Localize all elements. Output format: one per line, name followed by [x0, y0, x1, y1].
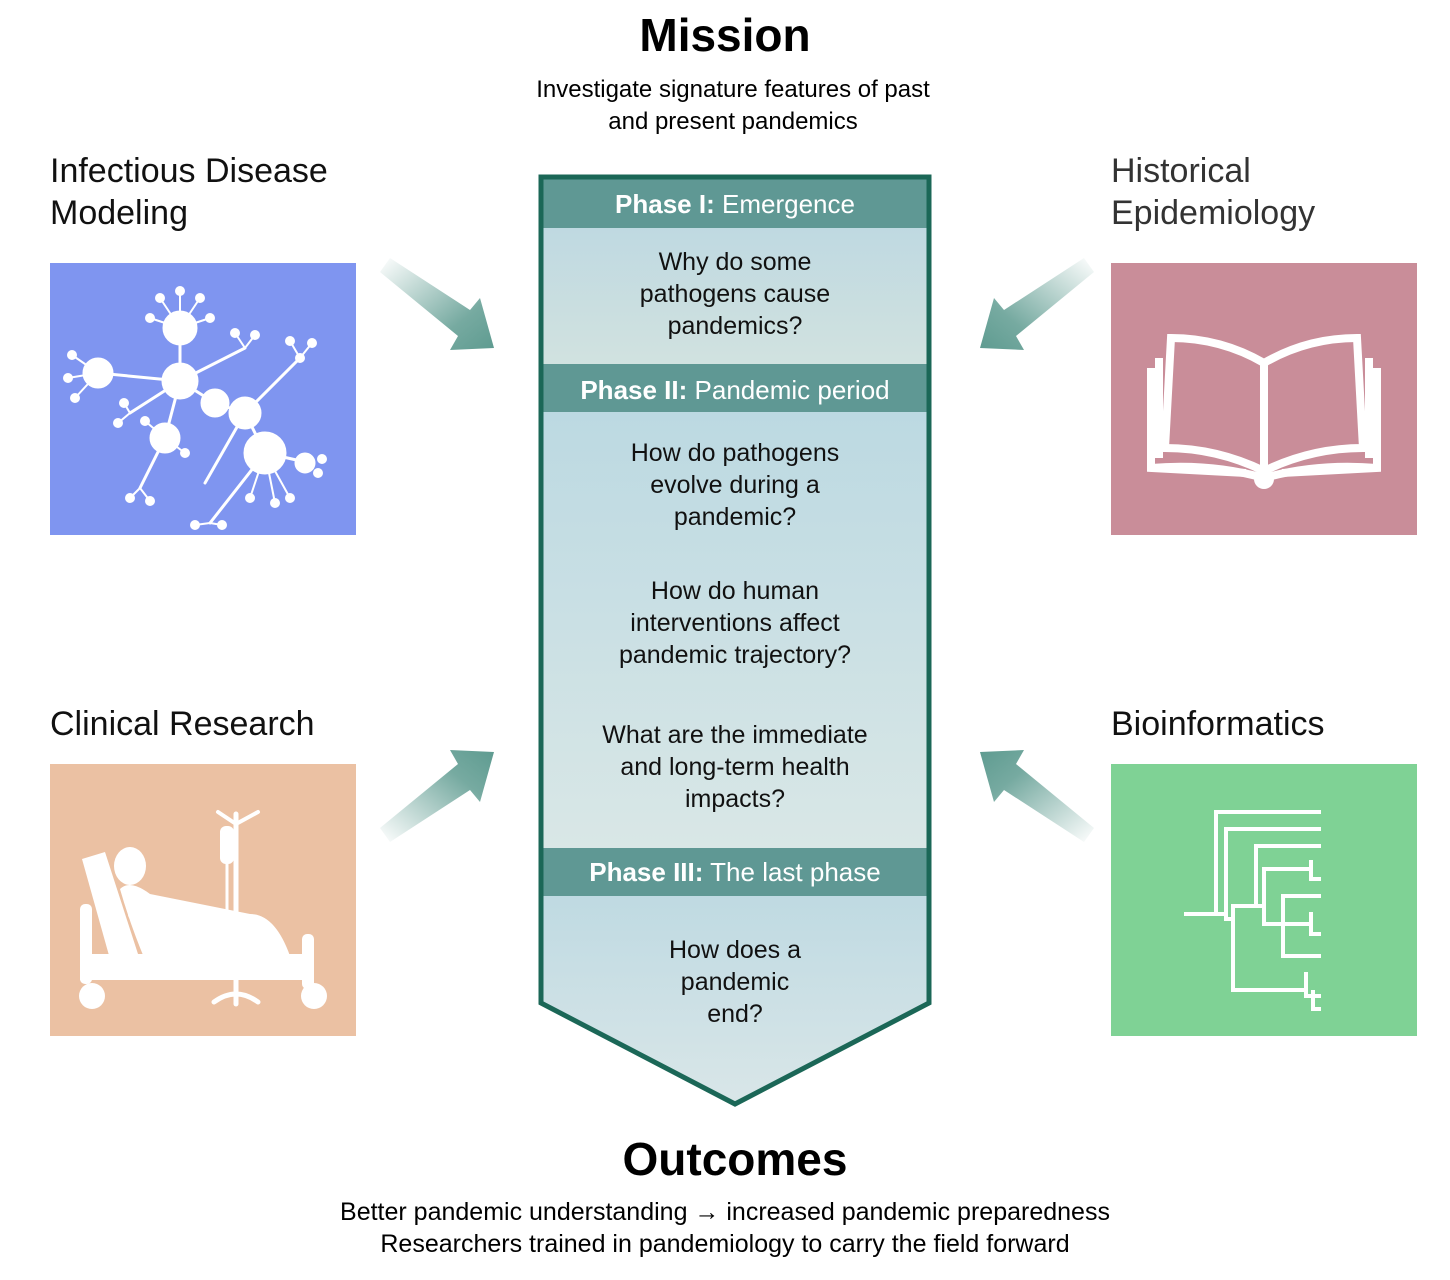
outcomes-title: Outcomes	[622, 1133, 848, 1185]
field-label-line: Clinical Research	[50, 705, 315, 743]
phase-label: Phase I:	[615, 189, 715, 219]
field-label-infectious-disease-modeling: Infectious Disease Modeling	[50, 150, 328, 234]
hospital-bed-icon	[79, 810, 327, 1009]
arrow-icon	[980, 750, 1094, 842]
question-text: How does a pandemic end?	[668, 936, 802, 1028]
field-label-historical-epidemiology: Historical Epidemiology	[1111, 150, 1315, 234]
mission-title: Mission	[639, 9, 811, 61]
network-icon	[63, 286, 327, 530]
mission-subtitle: Investigate signature features of past a…	[0, 74, 1450, 138]
phase-question: How does a pandemic end?	[558, 934, 912, 1030]
outcome-line-2: Researchers trained in pandemiology to c…	[380, 1230, 1070, 1258]
phase-header-3: Phase III: The last phase	[544, 847, 926, 897]
field-label-line: Modeling	[50, 194, 188, 232]
phase-question: What are the immediate and long-term hea…	[558, 719, 912, 815]
arrow-icon	[380, 750, 494, 842]
phase-label: Phase III:	[589, 857, 704, 887]
phase-name: Emergence	[721, 189, 855, 219]
field-label-line: Bioinformatics	[1111, 705, 1325, 743]
field-label-line: Infectious Disease	[50, 152, 328, 190]
phase-question: How do human interventions affect pandem…	[558, 575, 912, 671]
tile-historical-epidemiology	[1111, 263, 1417, 535]
arrow-modeling-to-phases	[372, 250, 512, 360]
arrow-icon	[980, 258, 1094, 350]
phases-shield: Phase I: Emergence Why do some pathogens…	[538, 174, 932, 1109]
mission-subtitle-line2: and present pandemics	[608, 108, 858, 135]
arrow-bioinformatics-to-phases	[962, 740, 1102, 850]
field-label-bioinformatics: Bioinformatics	[1111, 703, 1325, 745]
phase-name: Pandemic period	[694, 375, 890, 405]
phase-header-2: Phase II: Pandemic period	[544, 365, 926, 415]
field-label-line: Historical	[1111, 152, 1251, 190]
tile-infectious-disease-modeling	[50, 263, 356, 535]
arrow-icon	[380, 258, 494, 350]
phylogenetic-tree-icon	[1184, 810, 1321, 1011]
arrow-epidemiology-to-phases	[962, 250, 1102, 360]
open-book-icon	[1147, 333, 1381, 489]
phase-name: The last phase	[710, 857, 881, 887]
phase-question: Why do some pathogens cause pandemics?	[558, 246, 912, 342]
mission-subtitle-line1: Investigate signature features of past	[536, 76, 930, 103]
phase-label: Phase II:	[580, 375, 688, 405]
tile-bioinformatics	[1111, 764, 1417, 1036]
field-label-line: Epidemiology	[1111, 194, 1316, 232]
arrow-clinical-to-phases	[372, 740, 512, 850]
question-text: How do pathogens evolve during a pandemi…	[630, 439, 840, 531]
outcome-line-1: Better pandemic understanding → increase…	[340, 1198, 1110, 1226]
question-text: What are the immediate and long-term hea…	[602, 721, 868, 813]
phase-question: How do pathogens evolve during a pandemi…	[558, 437, 912, 533]
shield-shape	[538, 174, 932, 1107]
tile-clinical-research	[50, 764, 356, 1036]
phase-header-1: Phase I: Emergence	[544, 179, 926, 229]
field-label-clinical-research: Clinical Research	[50, 703, 315, 745]
question-text: How do human interventions affect pandem…	[618, 577, 852, 669]
question-text: Why do some pathogens cause pandemics?	[639, 248, 831, 340]
